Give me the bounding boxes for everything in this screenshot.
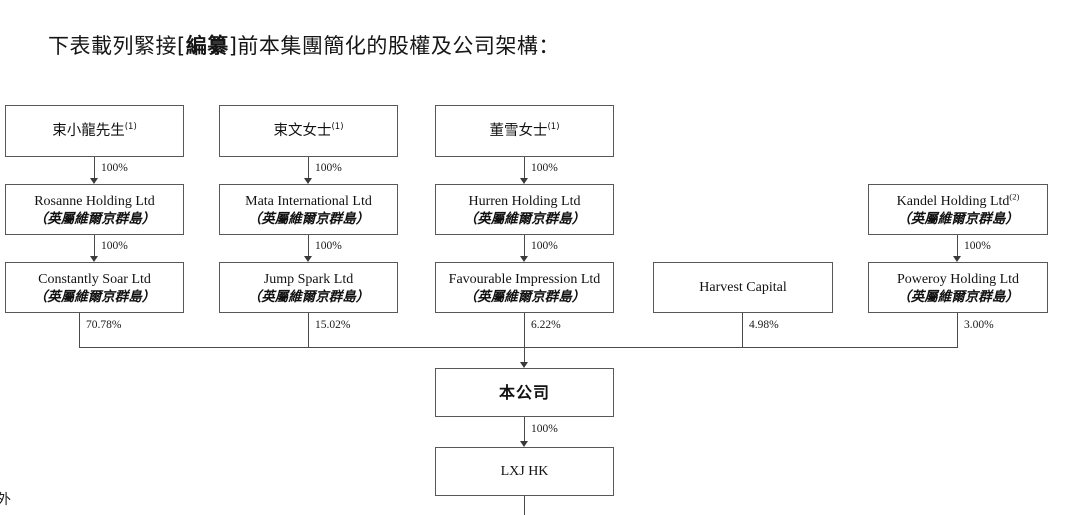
connector-harvest-capital-to-bus (742, 313, 743, 347)
edge-label-4-98: 4.98% (749, 319, 779, 331)
node-label: LXJ HK (500, 464, 549, 479)
footnote-marker: (1) (124, 121, 137, 132)
edge-label-100-d: 100% (101, 240, 128, 252)
node-sublabel: （英屬維爾京群島） (33, 288, 156, 304)
connector-constantly-soar-to-bus (79, 313, 80, 347)
arrowhead (90, 256, 98, 262)
connector-shareholder-bus (79, 347, 958, 348)
node-label: Rosanne Holding Ltd (34, 193, 155, 209)
arrowhead (520, 362, 528, 368)
node-label: 本公司 (498, 383, 550, 402)
node-sublabel: （英屬維爾京群島） (897, 210, 1019, 226)
arrowhead (520, 256, 528, 262)
page-title-prefix: 下表載列緊接[ (48, 34, 186, 58)
connector-bus-to-company (524, 347, 525, 362)
node-label: 董雪女士(1) (489, 121, 560, 139)
node-lxj-hk[interactable]: LXJ HK (435, 447, 614, 496)
arrowhead (520, 441, 528, 447)
connector-shu-wen-to-mata (308, 157, 309, 178)
node-favourable-impression[interactable]: Favourable Impression Ltd （英屬維爾京群島） (435, 262, 614, 313)
edge-label-100-c: 100% (531, 162, 558, 174)
node-label: Hurren Holding Ltd (468, 193, 581, 209)
page-title-suffix: ]前本集團簡化的股權及公司架構： (228, 34, 560, 58)
node-the-company[interactable]: 本公司 (435, 368, 614, 417)
arrowhead (90, 178, 98, 184)
node-sublabel: （英屬維爾京群島） (463, 210, 586, 226)
connector-mata-to-jump-spark (308, 235, 309, 256)
arrowhead (520, 178, 528, 184)
node-label: Favourable Impression Ltd (448, 271, 601, 287)
connector-kandel-to-poweroy (957, 235, 958, 256)
node-shu-xiaolong[interactable]: 束小龍先生(1) (5, 105, 184, 157)
edge-label-70-78: 70.78% (86, 319, 122, 331)
page-edge-text-fragment: 外 (0, 492, 11, 508)
connector-shu-xiaolong-to-rosanne (94, 157, 95, 178)
connector-company-to-lxj-hk (524, 417, 525, 441)
node-kandel-holding[interactable]: Kandel Holding Ltd(2) （英屬維爾京群島） (868, 184, 1048, 235)
page-title-bracket-term: 編纂 (185, 34, 229, 58)
arrowhead (304, 178, 312, 184)
node-sublabel: （英屬維爾京群島） (33, 210, 156, 226)
connector-jump-spark-to-bus (308, 313, 309, 347)
node-sublabel: （英屬維爾京群島） (463, 288, 586, 304)
node-label: 束文女士(1) (273, 121, 344, 139)
node-sublabel: （英屬維爾京群島） (897, 288, 1019, 304)
edge-label-6-22: 6.22% (531, 319, 561, 331)
footnote-marker: (1) (331, 121, 344, 132)
edge-label-100-company: 100% (531, 423, 558, 435)
connector-poweroy-to-bus (957, 313, 958, 347)
node-label: Poweroy Holding Ltd (896, 271, 1020, 287)
node-harvest-capital[interactable]: Harvest Capital (653, 262, 833, 313)
node-label: Harvest Capital (699, 280, 787, 295)
node-jump-spark[interactable]: Jump Spark Ltd （英屬維爾京群島） (219, 262, 398, 313)
edge-label-100-b: 100% (315, 162, 342, 174)
edge-label-100-a: 100% (101, 162, 128, 174)
edge-label-100-f: 100% (531, 240, 558, 252)
edge-label-100-g: 100% (964, 240, 991, 252)
node-label: Mata International Ltd (245, 193, 372, 209)
node-label: 束小龍先生(1) (52, 121, 137, 139)
connector-favourable-to-bus (524, 313, 525, 347)
node-sublabel: （英屬維爾京群島） (247, 288, 370, 304)
footnote-marker: (2) (1009, 190, 1020, 201)
node-constantly-soar[interactable]: Constantly Soar Ltd （英屬維爾京群島） (5, 262, 184, 313)
node-shu-wen[interactable]: 束文女士(1) (219, 105, 398, 157)
node-label: Constantly Soar Ltd (38, 271, 151, 287)
node-mata-international[interactable]: Mata International Ltd （英屬維爾京群島） (219, 184, 398, 235)
edge-label-100-e: 100% (315, 240, 342, 252)
footnote-marker: (1) (547, 121, 560, 132)
edge-label-3-00: 3.00% (964, 319, 994, 331)
node-hurren-holding[interactable]: Hurren Holding Ltd （英屬維爾京群島） (435, 184, 614, 235)
node-label: Jump Spark Ltd (263, 271, 354, 287)
connector-rosanne-to-constantly-soar (94, 235, 95, 256)
node-sublabel: （英屬維爾京群島） (247, 210, 370, 226)
node-dong-xue[interactable]: 董雪女士(1) (435, 105, 614, 157)
node-rosanne-holding[interactable]: Rosanne Holding Ltd （英屬維爾京群島） (5, 184, 184, 235)
edge-label-15-02: 15.02% (315, 319, 351, 331)
arrowhead (953, 256, 961, 262)
connector-hurren-to-favourable (524, 235, 525, 256)
arrowhead (304, 256, 312, 262)
connector-dong-xue-to-hurren (524, 157, 525, 178)
connector-lxj-hk-downward (524, 496, 525, 515)
page-title: 下表載列緊接[編纂]前本集團簡化的股權及公司架構： (48, 31, 560, 61)
node-label: Kandel Holding Ltd(2) (896, 190, 1020, 209)
node-poweroy-holding[interactable]: Poweroy Holding Ltd （英屬維爾京群島） (868, 262, 1048, 313)
